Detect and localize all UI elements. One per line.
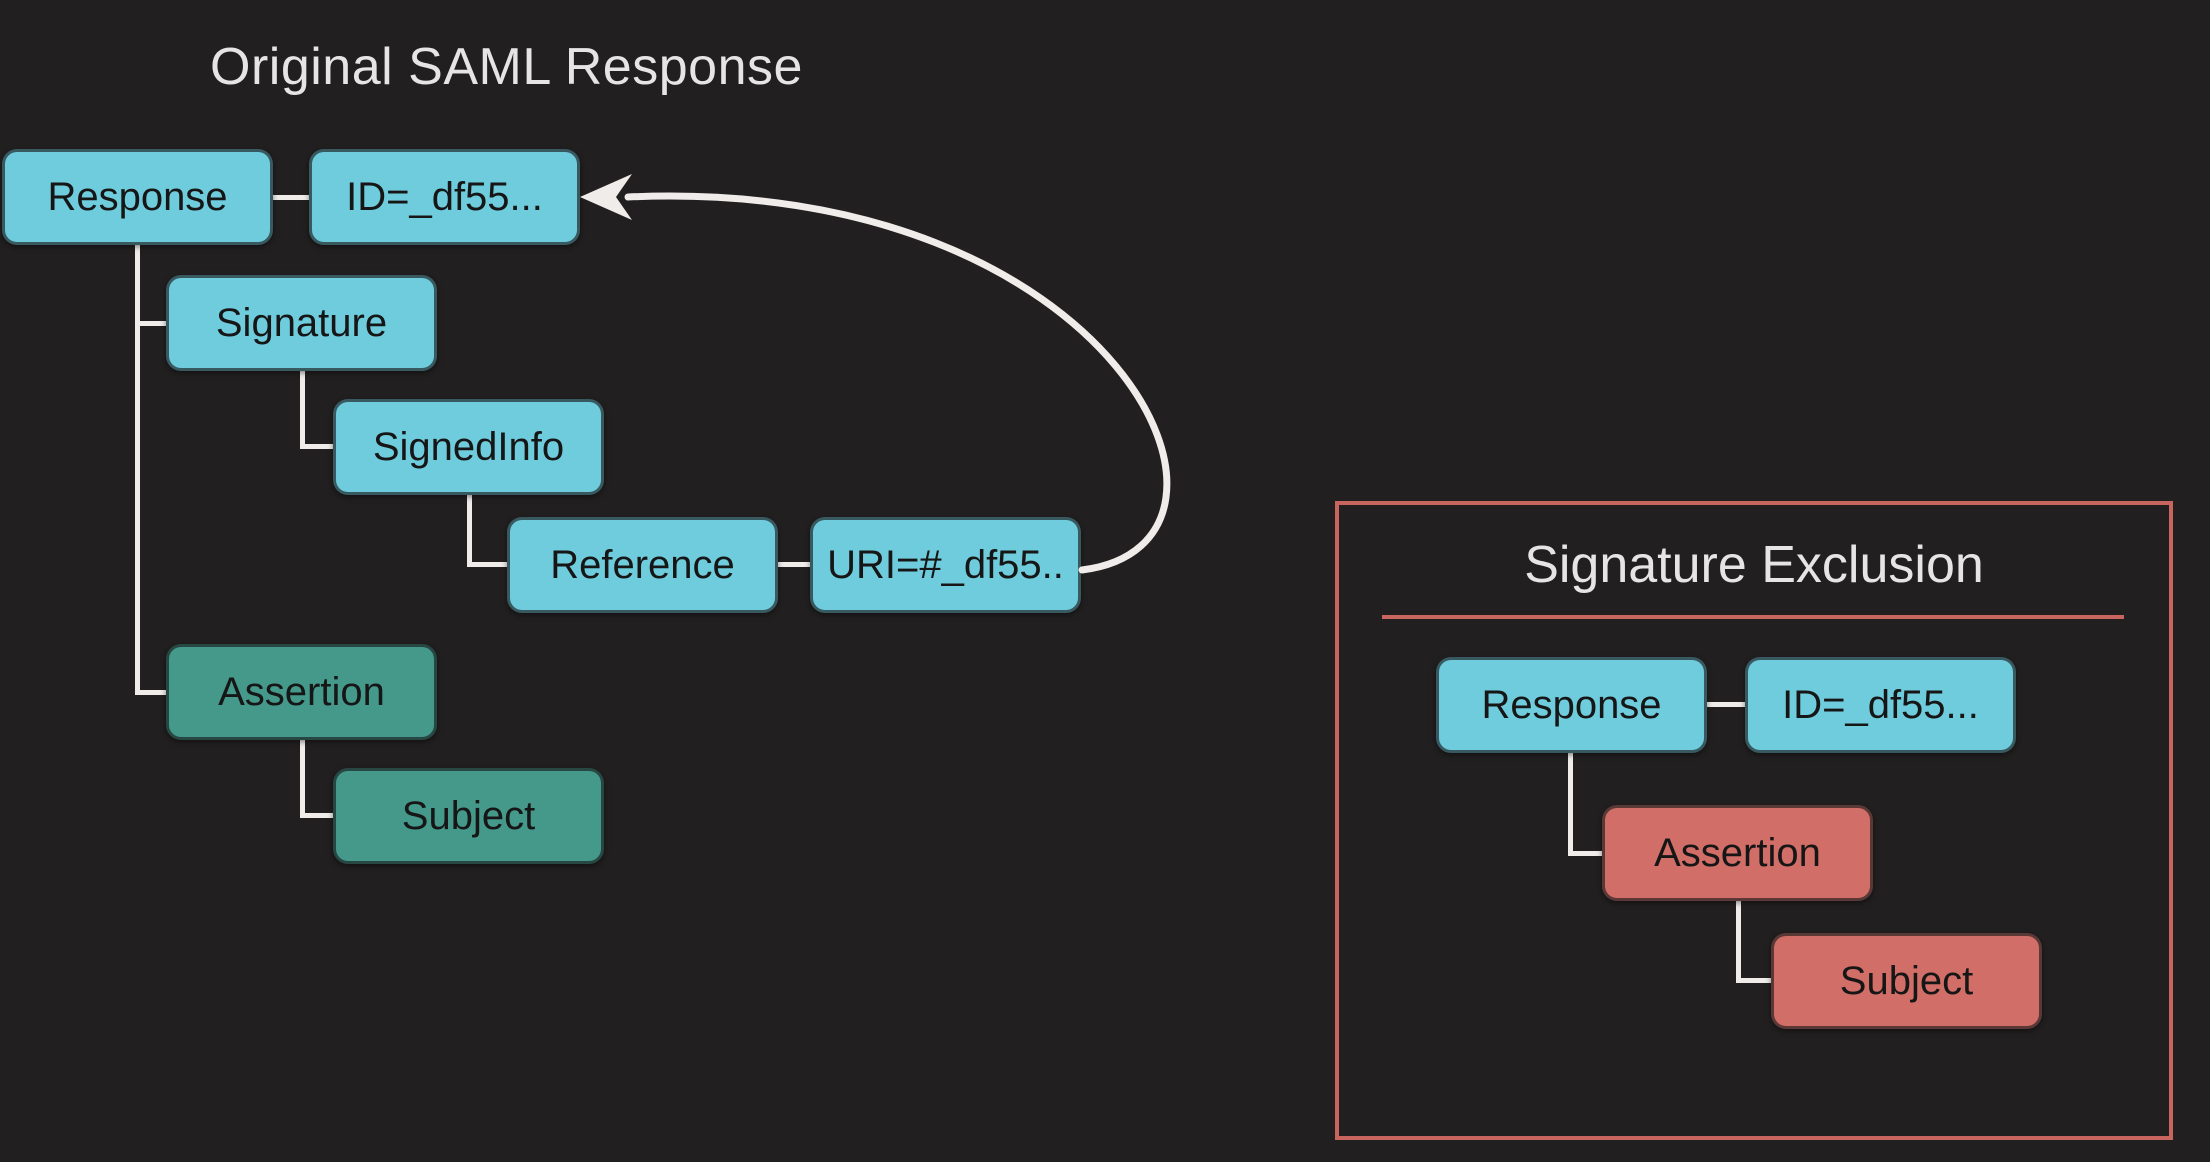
connector-response-id xyxy=(273,195,309,200)
connector-assertion-trunk xyxy=(300,740,305,818)
reference-arrow-shaft xyxy=(624,192,1171,574)
connector-panel-response-assertion xyxy=(1568,851,1602,856)
node-uri-attribute: URI=#_df55.. xyxy=(810,517,1081,613)
connector-signedinfo-trunk xyxy=(467,495,472,567)
node-response: Response xyxy=(2,149,273,245)
panel-node-id-attribute: ID=_df55... xyxy=(1745,657,2016,753)
panel-title-divider xyxy=(1382,615,2124,619)
node-id-attribute: ID=_df55... xyxy=(309,149,580,245)
connector-response-assertion xyxy=(135,690,166,695)
connector-response-trunk xyxy=(135,245,140,695)
connector-panel-response-trunk xyxy=(1568,753,1573,856)
signature-exclusion-panel xyxy=(1335,501,2173,1140)
node-subject: Subject xyxy=(333,768,604,864)
connector-assertion-subject xyxy=(300,813,333,818)
node-signedinfo: SignedInfo xyxy=(333,399,604,495)
signature-exclusion-title: Signature Exclusion xyxy=(1524,536,1984,594)
original-saml-response-title: Original SAML Response xyxy=(210,38,803,96)
connector-panel-assertion-trunk xyxy=(1736,901,1741,983)
connector-panel-assertion-subject xyxy=(1736,978,1771,983)
reference-arrowhead-icon xyxy=(580,174,632,220)
panel-node-subject: Subject xyxy=(1771,933,2042,1029)
node-reference: Reference xyxy=(507,517,778,613)
node-signature: Signature xyxy=(166,275,437,371)
panel-node-response: Response xyxy=(1436,657,1707,753)
panel-node-assertion: Assertion xyxy=(1602,805,1873,901)
connector-response-signature xyxy=(135,321,166,326)
connector-signature-trunk xyxy=(300,371,305,449)
connector-panel-response-id xyxy=(1707,702,1745,707)
connector-signedinfo-reference xyxy=(467,562,507,567)
connector-reference-uri xyxy=(778,562,810,567)
node-assertion: Assertion xyxy=(166,644,437,740)
connector-signature-signedinfo xyxy=(300,444,333,449)
